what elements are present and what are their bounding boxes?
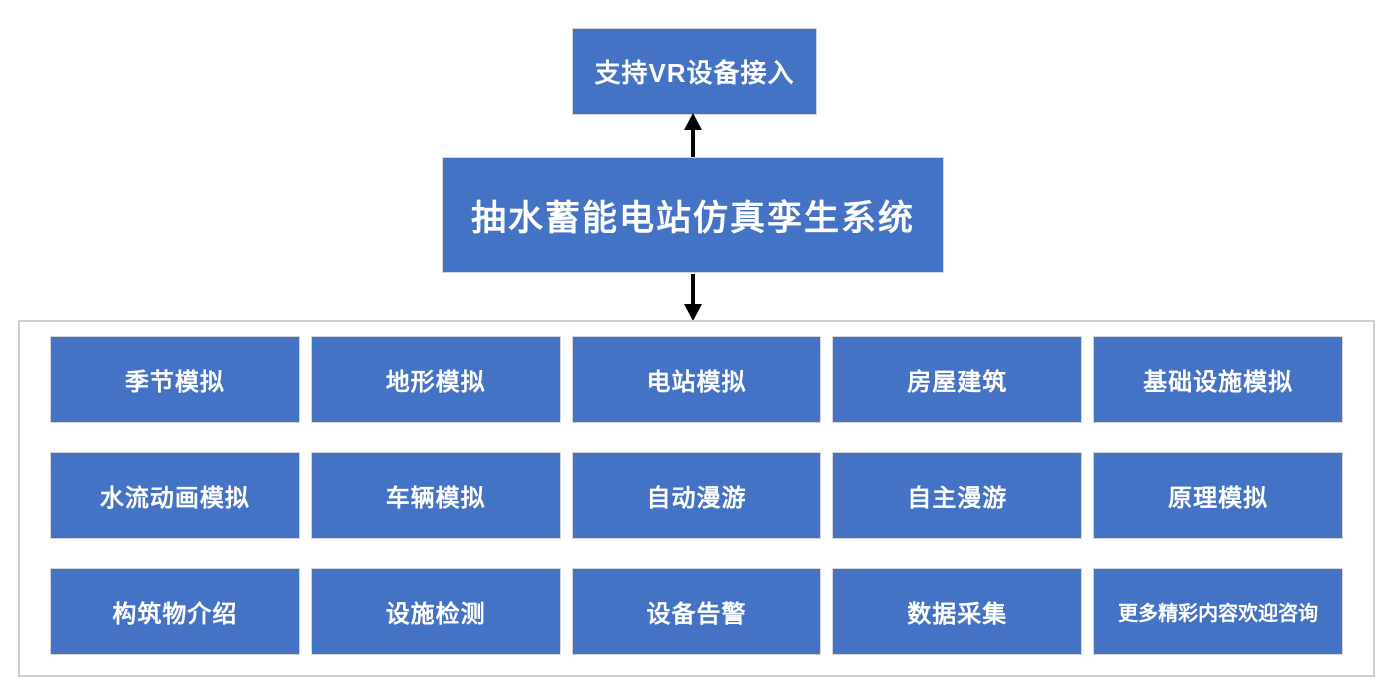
module-box-vehicles: 车辆模拟 xyxy=(310,452,561,539)
module-box-facility-check: 设施检测 xyxy=(310,568,561,655)
modules-panel: 季节模拟 地形模拟 电站模拟 房屋建筑 基础设施模拟 水流动画模拟 车辆模拟 自… xyxy=(18,320,1375,677)
module-box-auto-roam: 自动漫游 xyxy=(571,452,822,539)
up-arrow-icon xyxy=(684,113,702,158)
module-box-device-alarm: 设备告警 xyxy=(571,568,822,655)
module-box-infrastructure: 基础设施模拟 xyxy=(1093,336,1343,423)
module-box-free-roam: 自主漫游 xyxy=(832,452,1083,539)
module-box-station: 电站模拟 xyxy=(571,336,822,423)
module-box-terrain: 地形模拟 xyxy=(310,336,561,423)
module-box-water-flow: 水流动画模拟 xyxy=(50,452,300,539)
module-box-data-collect: 数据采集 xyxy=(832,568,1083,655)
module-box-more-info: 更多精彩内容欢迎咨询 xyxy=(1093,568,1343,655)
module-box-buildings: 房屋建筑 xyxy=(832,336,1083,423)
module-box-structures: 构筑物介绍 xyxy=(50,568,300,655)
module-box-principle: 原理模拟 xyxy=(1093,452,1343,539)
down-arrow-icon xyxy=(684,274,702,321)
module-box-season: 季节模拟 xyxy=(50,336,300,423)
system-title-box: 抽水蓄能电站仿真孪生系统 xyxy=(442,157,944,273)
vr-access-box: 支持VR设备接入 xyxy=(572,28,817,115)
